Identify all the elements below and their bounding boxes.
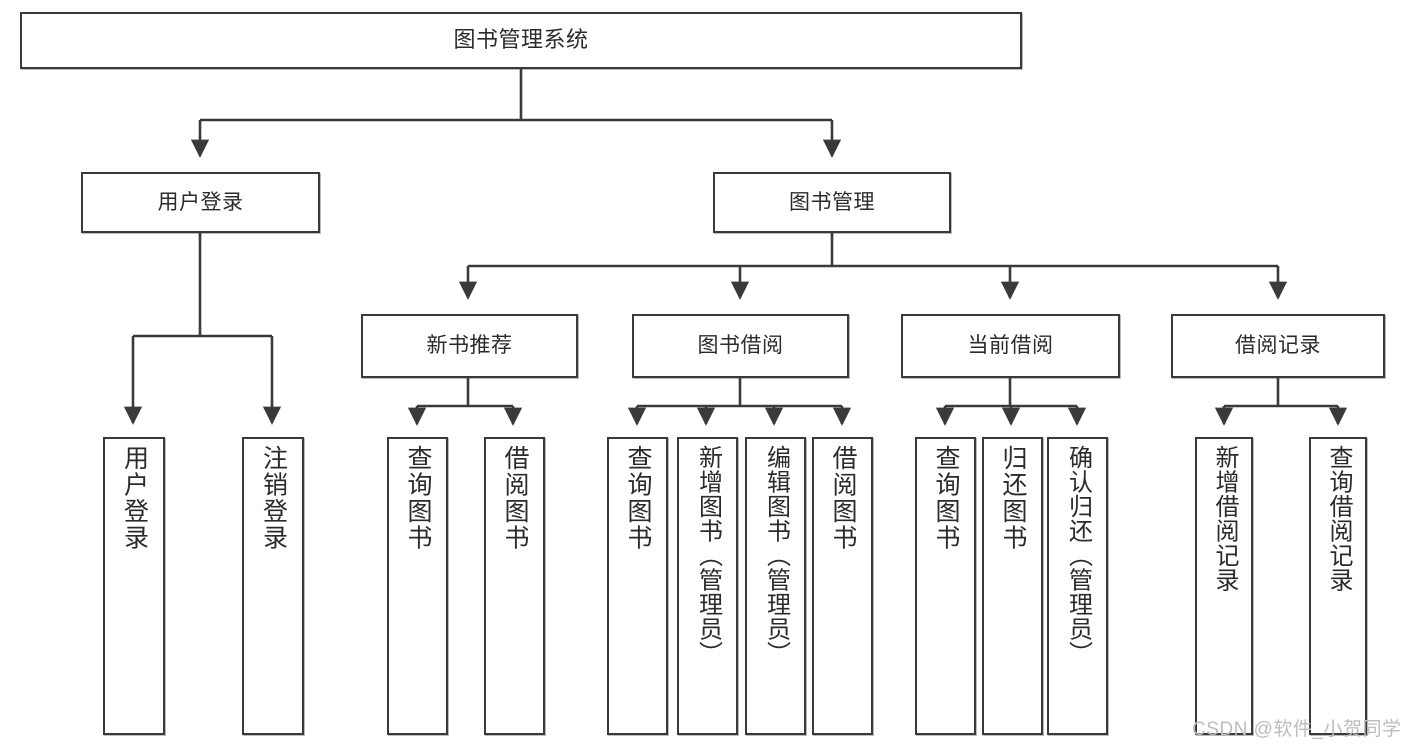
node-user-login: 用户登录 bbox=[81, 172, 320, 233]
node-leaf-confirm-return: 确认归还（管理员） bbox=[1047, 437, 1108, 735]
node-label: 借阅图书 bbox=[501, 445, 529, 551]
node-label: 用户登录 bbox=[157, 190, 244, 214]
node-root-system: 图书管理系统 bbox=[20, 12, 1022, 69]
node-label: 新增借阅记录 bbox=[1211, 445, 1238, 592]
node-leaf-add-record: 新增借阅记录 bbox=[1195, 437, 1253, 735]
node-book-management: 图书管理 bbox=[713, 172, 951, 233]
node-leaf-edit-book: 编辑图书（管理员） bbox=[745, 437, 806, 735]
node-leaf-query-record: 查询借阅记录 bbox=[1309, 437, 1367, 735]
node-label: 注销登录 bbox=[259, 445, 288, 551]
node-leaf-borrow-book-2: 借阅图书 bbox=[812, 437, 873, 735]
node-label: 用户登录 bbox=[120, 445, 149, 551]
node-leaf-query-book-3: 查询图书 bbox=[915, 437, 976, 735]
node-label: 图书管理系统 bbox=[453, 27, 589, 53]
node-leaf-add-book: 新增图书（管理员） bbox=[677, 437, 738, 735]
node-label: 归还图书 bbox=[999, 445, 1027, 551]
node-label: 新书推荐 bbox=[426, 334, 513, 358]
node-label: 借阅图书 bbox=[829, 445, 857, 551]
node-label: 查询图书 bbox=[404, 445, 432, 551]
node-label: 图书管理 bbox=[789, 190, 875, 214]
node-label: 当前借阅 bbox=[967, 334, 1054, 358]
csdn-watermark: CSDN @软件_小贺同学 bbox=[1192, 719, 1402, 740]
node-borrow-record: 借阅记录 bbox=[1171, 314, 1385, 378]
node-leaf-borrow-book-1: 借阅图书 bbox=[484, 437, 545, 735]
node-leaf-logout-login: 注销登录 bbox=[242, 437, 304, 735]
node-label: 新增图书（管理员） bbox=[694, 445, 722, 666]
node-current-borrow: 当前借阅 bbox=[901, 314, 1120, 378]
node-label: 查询图书 bbox=[932, 445, 960, 551]
node-leaf-query-book-2: 查询图书 bbox=[607, 437, 668, 735]
node-book-borrow: 图书借阅 bbox=[632, 314, 849, 378]
node-leaf-query-book-1: 查询图书 bbox=[387, 437, 448, 735]
node-label: 编辑图书（管理员） bbox=[762, 445, 790, 666]
node-label: 查询借阅记录 bbox=[1325, 445, 1352, 592]
node-label: 图书借阅 bbox=[697, 334, 784, 358]
node-label: 确认归还（管理员） bbox=[1064, 445, 1092, 666]
node-new-book-recommend: 新书推荐 bbox=[361, 314, 578, 378]
node-leaf-user-login: 用户登录 bbox=[103, 437, 165, 735]
node-label: 借阅记录 bbox=[1235, 334, 1321, 358]
node-leaf-return-book: 归还图书 bbox=[982, 437, 1043, 735]
node-label: 查询图书 bbox=[624, 445, 652, 551]
